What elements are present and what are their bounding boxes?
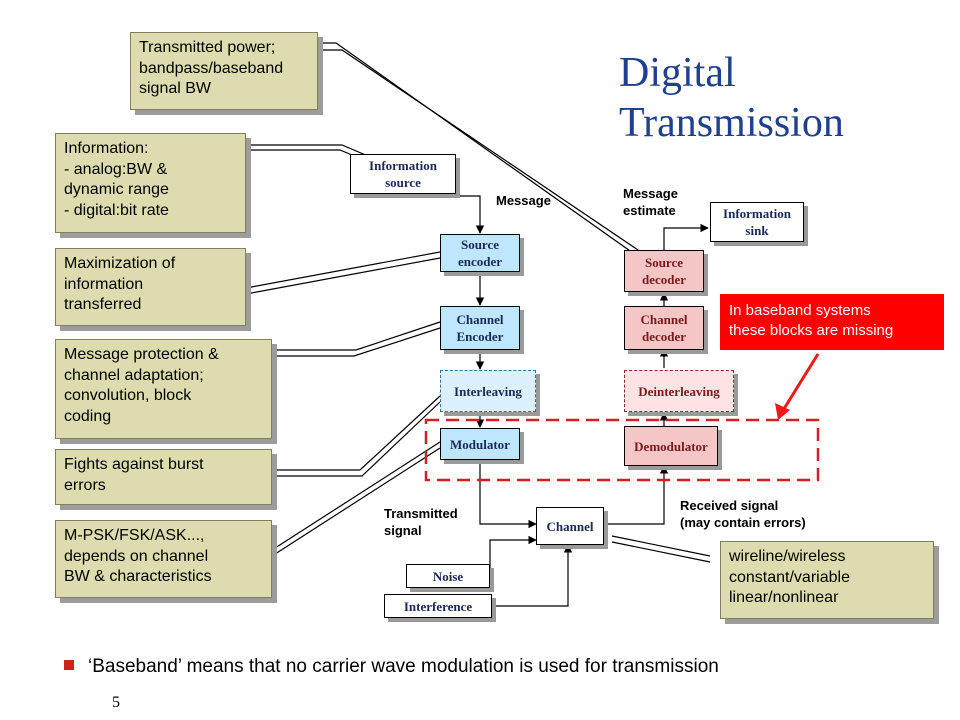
title-line-1: Digital [619, 50, 736, 96]
block-source-decoder: Source decoder [624, 250, 704, 292]
block-label: Noise [432, 568, 464, 584]
block-label: decoder [641, 329, 687, 344]
note-channel-types: wireline/wireless constant/variable line… [720, 541, 934, 619]
label-message-estimate: Message estimate [623, 185, 678, 219]
block-label: decoder [641, 272, 687, 287]
title-line-2: Transmission [619, 100, 844, 146]
note-line: Maximization of [64, 255, 176, 272]
note-modulation-types: M-PSK/FSK/ASK..., depends on channel BW … [55, 520, 272, 598]
label-line: Received signal [680, 498, 779, 513]
note-line: - analog:BW & [64, 160, 168, 178]
block-label: Modulator [450, 436, 510, 452]
label-line: Transmitted [384, 506, 458, 521]
note-line: depends on channel [64, 547, 209, 565]
baseband-callout: In baseband systems these blocks are mis… [720, 294, 944, 350]
block-interleaving: Interleaving [440, 370, 536, 412]
block-channel-decoder: Channel decoder [624, 306, 704, 350]
note-burst-errors: Fights against burst errors [55, 449, 272, 505]
baseband-dashed-box [424, 418, 820, 482]
label-received-signal: Received signal (may contain errors) [680, 497, 806, 531]
block-label: Encoder [456, 329, 504, 344]
block-label: Interference [403, 598, 473, 614]
label-message: Message [496, 192, 551, 209]
baseband-bullet: ‘Baseband’ means that no carrier wave mo… [64, 656, 719, 678]
block-label: Source [644, 255, 684, 270]
block-channel: Channel [536, 507, 604, 545]
note-message-protection: Message protection & channel adaptation;… [55, 339, 272, 439]
block-label: Channel [640, 312, 688, 327]
note-line: dynamic range [64, 181, 169, 198]
block-label: Interleaving [454, 383, 522, 399]
note-line: coding [64, 407, 112, 425]
block-deinterleaving: Deinterleaving [624, 370, 734, 412]
note-line: bandpass/baseband [139, 59, 284, 77]
note-line: linear/nonlinear [729, 589, 839, 606]
block-label: Information [723, 206, 791, 221]
block-label: Channel [546, 518, 594, 534]
label-line: signal [384, 523, 422, 538]
note-information: Information: - analog:BW & dynamic range… [55, 133, 246, 233]
block-label: Information [369, 158, 437, 173]
block-label: source [385, 175, 421, 190]
note-line: M-PSK/FSK/ASK..., [64, 527, 205, 544]
block-interference: Interference [384, 594, 492, 618]
note-maximization: Maximization of information transferred [55, 248, 246, 326]
note-line: BW & characteristics [64, 568, 212, 585]
label-line: Message [623, 186, 678, 201]
callout-line: these blocks are missing [729, 322, 894, 339]
slide-title: Digital Transmission [619, 48, 844, 148]
block-demodulator: Demodulator [624, 426, 718, 466]
note-line: errors [64, 476, 106, 494]
note-line: channel adaptation; [64, 366, 204, 384]
block-label: Source [460, 237, 500, 252]
note-line: convolution, block [64, 387, 192, 404]
bullet-icon [64, 659, 74, 670]
callout-line: In baseband systems [729, 302, 871, 319]
label-transmitted-signal: Transmitted signal [384, 505, 458, 539]
note-line: Information: [64, 140, 149, 157]
bullet-text: ‘Baseband’ means that no carrier wave mo… [88, 656, 719, 677]
block-information-sink: Information sink [710, 202, 804, 242]
note-line: constant/variable [729, 568, 850, 586]
block-noise: Noise [406, 564, 490, 588]
note-line: signal BW [139, 80, 212, 97]
note-line: transferred [64, 296, 142, 313]
block-source-encoder: Source encoder [440, 234, 520, 272]
note-transmitted-power: Transmitted power; bandpass/baseband sig… [130, 32, 318, 110]
block-label: sink [745, 223, 769, 238]
note-line: Message protection & [64, 346, 219, 363]
note-line: - digital:bit rate [64, 201, 169, 219]
block-label: encoder [457, 254, 503, 269]
block-label: Deinterleaving [638, 383, 720, 399]
block-modulator: Modulator [440, 428, 520, 460]
block-label: Demodulator [634, 438, 708, 454]
block-information-source: Information source [350, 154, 456, 194]
block-channel-encoder: Channel Encoder [440, 306, 520, 350]
note-line: wireline/wireless [729, 548, 846, 565]
block-label: Channel [456, 312, 504, 327]
note-line: Transmitted power; [139, 39, 276, 56]
label-line: (may contain errors) [680, 515, 806, 530]
note-line: information [64, 275, 144, 293]
note-line: Fights against burst [64, 456, 204, 473]
label-line: estimate [623, 203, 676, 218]
label-line: Message [496, 193, 551, 208]
page-number: 5 [112, 694, 120, 711]
